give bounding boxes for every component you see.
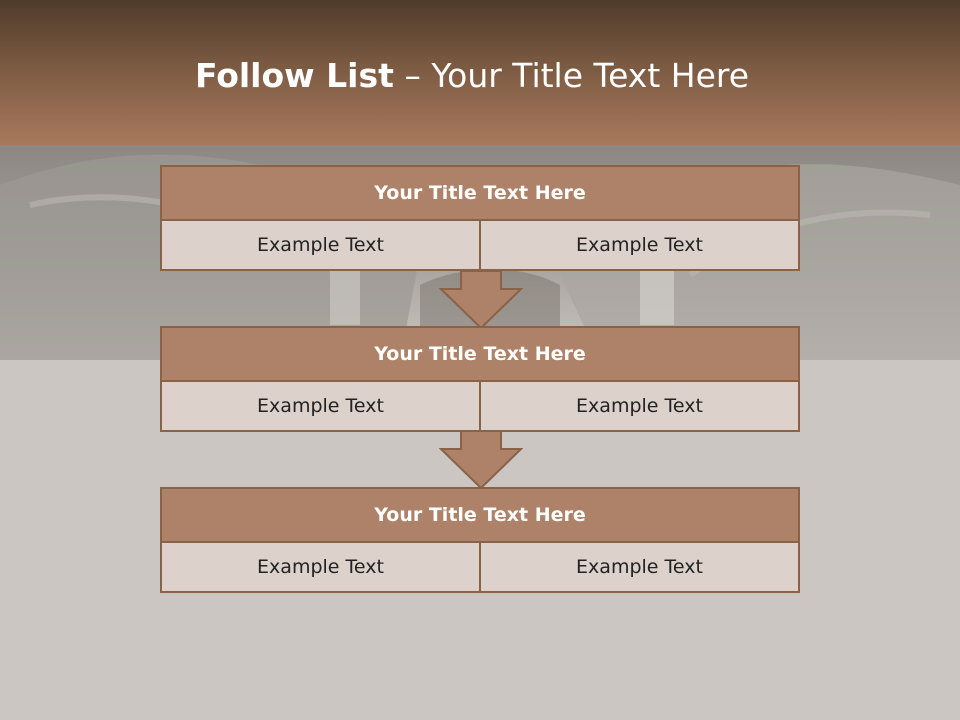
block-row: Example Text Example Text xyxy=(160,382,800,432)
down-arrow-icon xyxy=(439,431,523,489)
block-title: Your Title Text Here xyxy=(160,165,800,221)
block-cell-right: Example Text xyxy=(479,382,798,430)
block-cell-left: Example Text xyxy=(257,395,384,417)
slide-title-strong: Follow List xyxy=(194,56,394,95)
title-banner: Follow List – Your Title Text Here xyxy=(0,0,960,145)
list-block-2: Your Title Text Here Example Text Exampl… xyxy=(160,326,800,432)
block-row: Example Text Example Text xyxy=(160,221,800,271)
block-cell-left: Example Text xyxy=(257,556,384,578)
list-block-3: Your Title Text Here Example Text Exampl… xyxy=(160,487,800,593)
slide-title: Follow List – Your Title Text Here xyxy=(0,52,944,100)
block-title: Your Title Text Here xyxy=(160,487,800,543)
slide-title-rest: – Your Title Text Here xyxy=(393,56,750,95)
block-title: Your Title Text Here xyxy=(160,326,800,382)
block-cell-right: Example Text xyxy=(479,543,798,591)
block-cell-left: Example Text xyxy=(257,234,384,256)
down-arrow-icon xyxy=(439,271,523,329)
block-cell-right: Example Text xyxy=(479,221,798,269)
block-row: Example Text Example Text xyxy=(160,543,800,593)
list-block-1: Your Title Text Here Example Text Exampl… xyxy=(160,165,800,271)
